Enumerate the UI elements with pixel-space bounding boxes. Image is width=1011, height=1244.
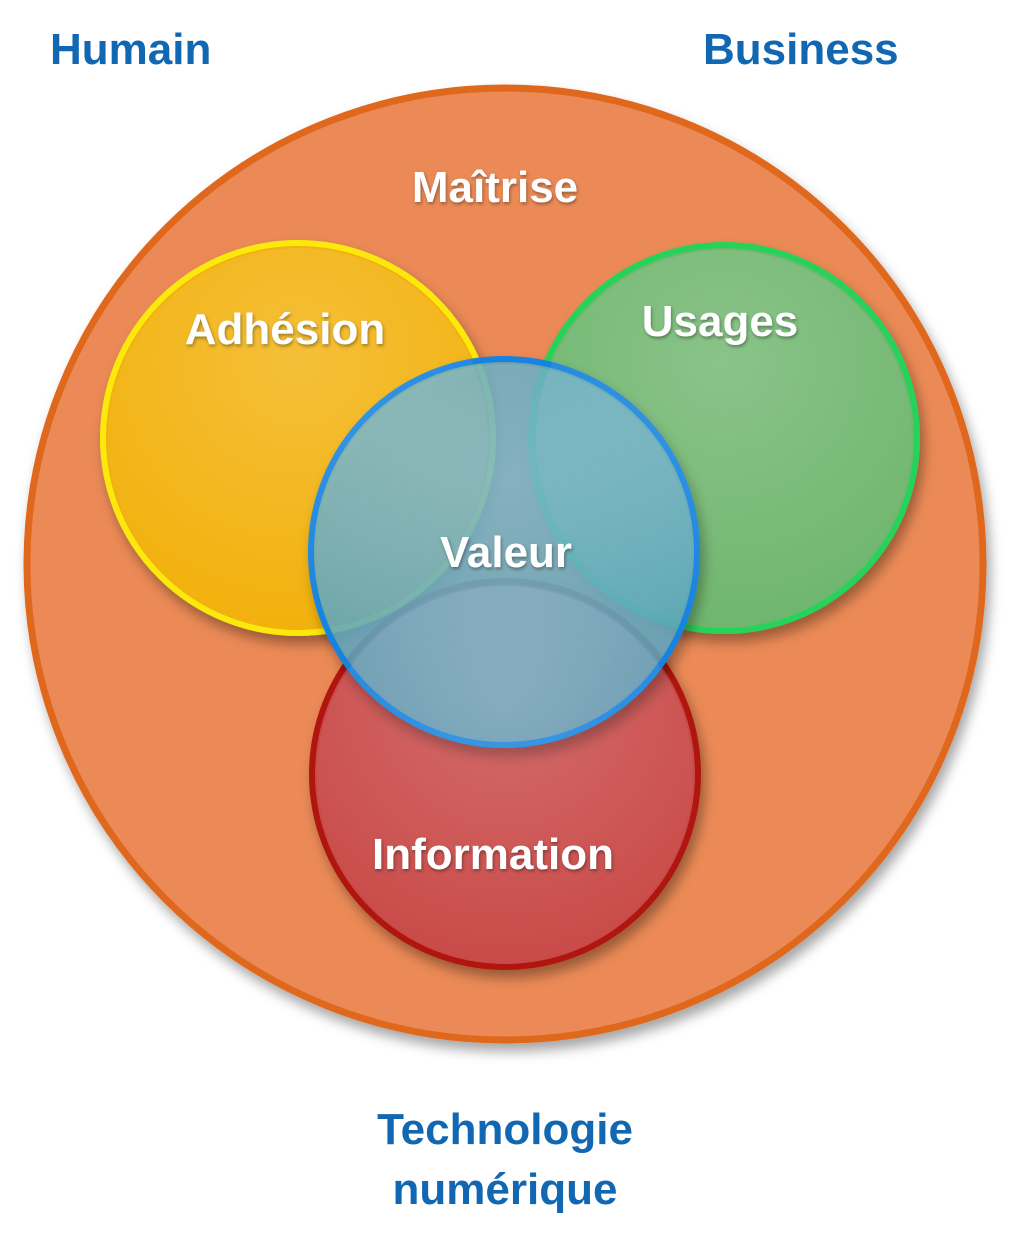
label-technologie-line2: numérique: [392, 1165, 618, 1214]
label-information: Information: [372, 830, 614, 879]
label-usages: Usages: [641, 297, 799, 346]
label-maitrise: Maîtrise: [411, 163, 579, 212]
label-adhesion: Adhésion: [184, 305, 386, 354]
label-humain: Humain: [50, 25, 212, 74]
label-technologie-numerique: Technologie numérique: [305, 1100, 705, 1220]
valeur-gloss: [316, 364, 692, 740]
label-valeur: Valeur: [439, 528, 573, 577]
label-business: Business: [703, 25, 899, 74]
label-technologie-line1: Technologie: [377, 1105, 633, 1154]
